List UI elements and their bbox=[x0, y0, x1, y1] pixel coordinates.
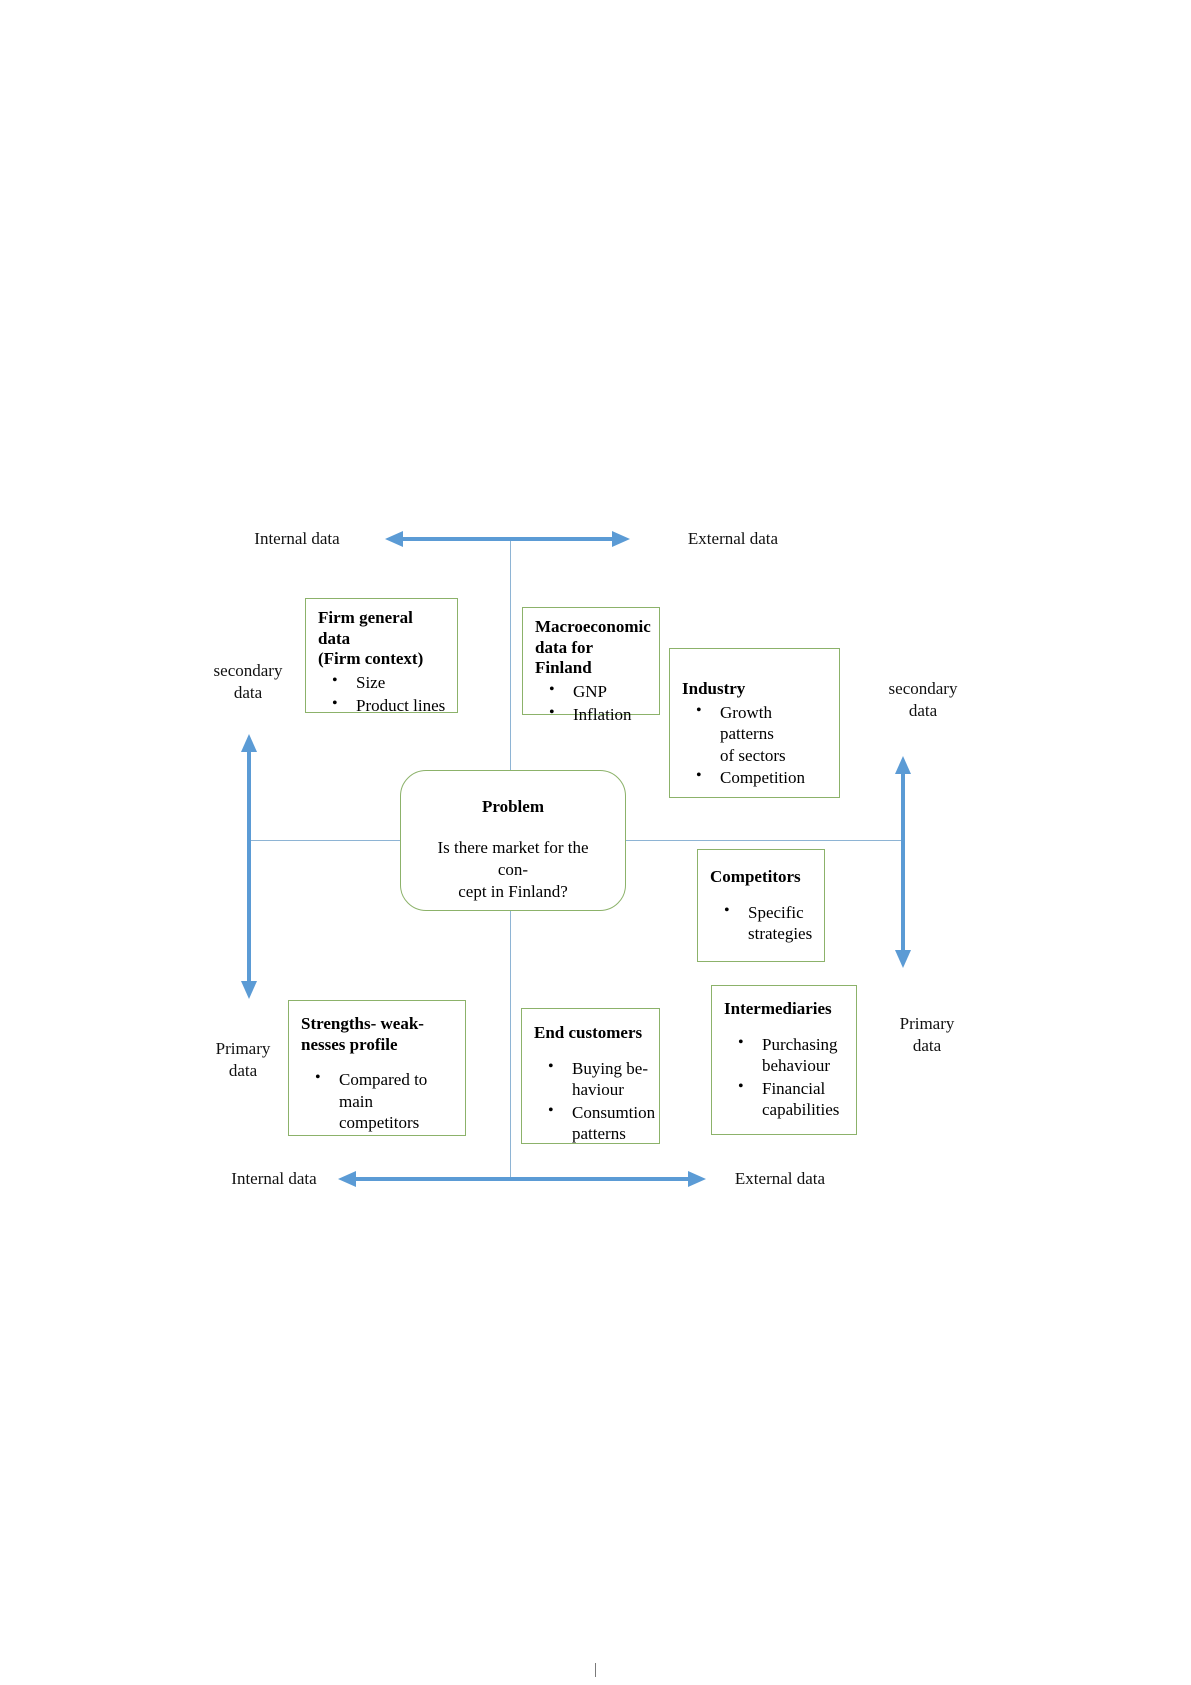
box-strengths-weaknesses-profile: Strengths- weak- nesses profile Compared… bbox=[288, 1000, 466, 1136]
bullet-item: Size bbox=[318, 671, 447, 693]
problem-title: Problem bbox=[481, 797, 544, 816]
box-firm-general-data: Firm general data (Firm context) Size Pr… bbox=[305, 598, 458, 716]
box-end-customers: End customers Buying be- haviour Consumt… bbox=[521, 1008, 660, 1144]
bullet-item: Inflation bbox=[535, 703, 649, 725]
box-industry: Industry Growth patterns of sectors Comp… bbox=[669, 648, 840, 798]
label-bottom-right-external-data: External data bbox=[734, 1169, 826, 1188]
box-intermediaries: Intermediaries Purchasing behaviour Fina… bbox=[711, 985, 857, 1135]
bullet-item: Purchasing behaviour bbox=[724, 1033, 846, 1077]
box-heading: Intermediaries bbox=[724, 999, 832, 1018]
bullet-item: Financial capabilities bbox=[724, 1077, 846, 1121]
box-heading: Firm general data (Firm context) bbox=[318, 608, 424, 669]
bullet-item: Buying be- haviour bbox=[534, 1057, 649, 1101]
bullet-item: Product lines bbox=[318, 694, 447, 716]
bullet-item: GNP bbox=[535, 680, 649, 702]
bottom-horizontal-double-arrow bbox=[338, 1171, 706, 1187]
label-top-right-external-data: External data bbox=[687, 529, 779, 548]
box-heading: Strengths- weak- nesses profile bbox=[301, 1014, 424, 1054]
label-top-left-internal-data: Internal data bbox=[254, 529, 340, 548]
box-heading: Industry bbox=[682, 679, 746, 698]
label-right-upper-secondary-data: secondary data bbox=[888, 679, 958, 720]
label-left-upper-secondary-data: secondary data bbox=[213, 661, 283, 702]
center-problem-box: Problem Is there market for the con- cep… bbox=[400, 770, 626, 911]
bullet-item: Growth patterns of sectors bbox=[682, 701, 829, 766]
box-bullet-list: GNP Inflation bbox=[535, 680, 649, 725]
box-heading: End customers bbox=[534, 1023, 643, 1042]
box-heading: Competitors bbox=[710, 867, 801, 886]
bullet-item: Consumtion patterns bbox=[534, 1101, 655, 1145]
label-bottom-left-internal-data: Internal data bbox=[231, 1169, 317, 1188]
right-vertical-double-arrow bbox=[895, 756, 911, 968]
bullet-item: Compared to main competitors bbox=[301, 1068, 455, 1133]
box-heading: Macroeconomic data for Finland bbox=[535, 617, 651, 678]
top-horizontal-double-arrow bbox=[385, 531, 630, 547]
box-bullet-list: Buying be- haviour Consumtion patterns bbox=[534, 1057, 655, 1145]
box-macroeconomic-data: Macroeconomic data for Finland GNP Infla… bbox=[522, 607, 660, 724]
bullet-item: Specific strategies bbox=[710, 901, 814, 945]
box-bullet-list: Compared to main competitors bbox=[301, 1068, 455, 1133]
box-bullet-list: Size Product lines bbox=[318, 671, 447, 716]
label-left-lower-primary-data: Primary data bbox=[215, 1039, 271, 1080]
label-right-lower-primary-data: Primary data bbox=[899, 1014, 955, 1055]
bullet-item: Competition bbox=[682, 766, 829, 788]
box-bullet-list: Purchasing behaviour Financial capabilit… bbox=[724, 1033, 846, 1121]
box-bullet-list: Growth patterns of sectors Competition bbox=[682, 701, 829, 789]
box-competitors: Competitors Specific strategies bbox=[697, 849, 825, 962]
box-bullet-list: Specific strategies bbox=[710, 901, 814, 945]
problem-text: Is there market for the con- cept in Fin… bbox=[437, 838, 589, 902]
page-footer-rule bbox=[595, 1663, 596, 1677]
left-vertical-double-arrow bbox=[241, 734, 257, 999]
